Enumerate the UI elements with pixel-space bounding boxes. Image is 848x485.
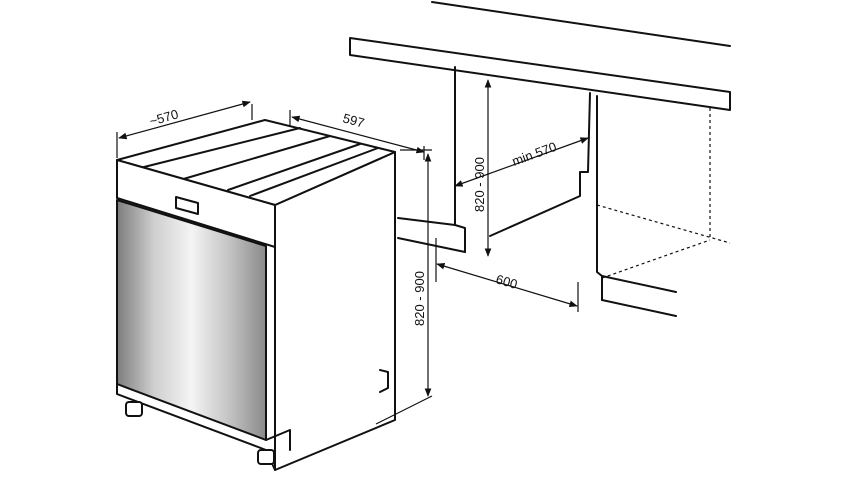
dishwasher-dimensions: ~570 597 820 - 900 xyxy=(116,100,433,425)
foot-front-left xyxy=(125,401,143,417)
left-cabinet-base-front xyxy=(397,237,466,253)
dishwasher-side-panel xyxy=(274,151,396,471)
countertop-back-edge xyxy=(431,1,731,47)
niche-height-label: 820 - 900 xyxy=(472,157,487,212)
left-cabinet-side xyxy=(454,66,466,253)
top-slat-1 xyxy=(139,127,301,169)
height-label: 820 - 900 xyxy=(412,271,427,326)
niche-back-wall xyxy=(489,92,591,237)
dishwasher xyxy=(116,119,396,471)
width-arrow xyxy=(291,115,425,154)
control-display xyxy=(175,196,199,215)
niche-depth-label: min 570 xyxy=(510,139,559,169)
countertop xyxy=(349,37,731,111)
foot-back-right xyxy=(379,369,389,393)
top-slat-4 xyxy=(249,147,379,197)
depth-arrow xyxy=(118,100,251,140)
left-cabinet-base xyxy=(397,217,456,226)
hidden-edge-2 xyxy=(596,204,731,244)
niche-width-arrow xyxy=(436,262,578,308)
width-label: 597 xyxy=(341,110,366,130)
right-cabinet-side xyxy=(596,95,603,301)
niche-width-label: 600 xyxy=(494,271,519,291)
hidden-edge-3 xyxy=(601,239,711,279)
foot-front-right xyxy=(257,449,275,465)
niche-dimensions: 820 - 900 min 570 600 xyxy=(435,79,589,312)
right-cabinet-base-front xyxy=(601,299,677,317)
niche-depth-arrow xyxy=(454,137,589,187)
height-ext-bottom xyxy=(375,395,433,425)
right-cabinet-base xyxy=(601,275,677,293)
kickplate-side xyxy=(265,429,291,451)
